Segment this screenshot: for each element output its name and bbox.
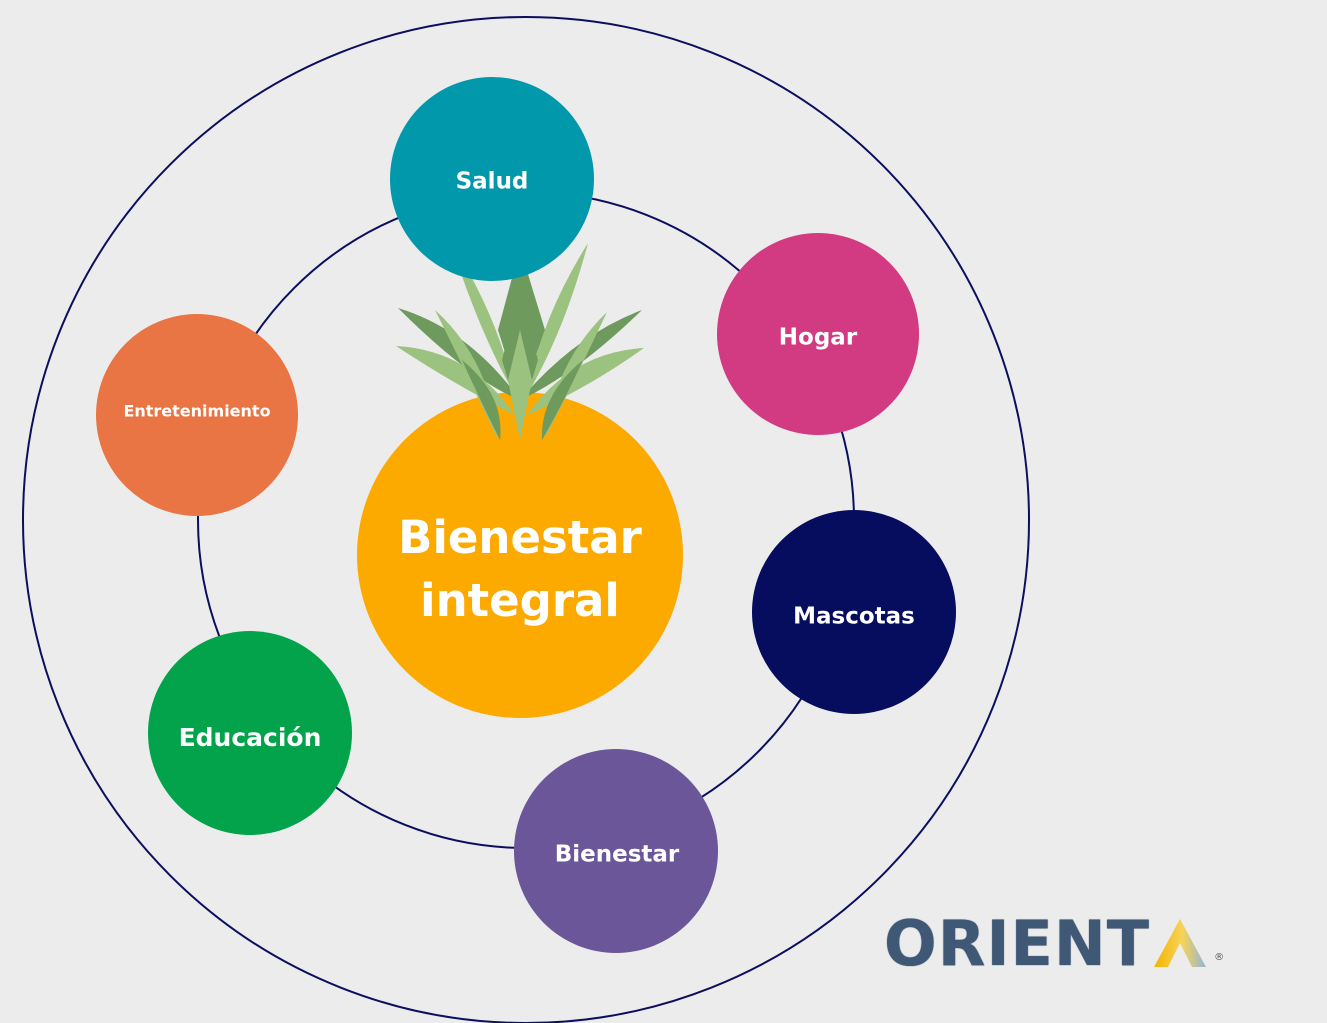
node-mascotas: Mascotas [752, 510, 956, 714]
node-educacion-circle [148, 631, 352, 835]
logo-text: ORIENT [884, 907, 1151, 980]
node-bienestar: Bienestar [514, 749, 718, 953]
node-salud-label: Salud [456, 169, 529, 195]
node-mascotas-label: Mascotas [793, 604, 915, 630]
node-educacion-label: Educación [179, 723, 322, 752]
orienta-logo: ORIENT ® [884, 905, 1224, 975]
logo-a-mark-icon [1154, 919, 1207, 967]
logo-registered-mark: ® [1214, 952, 1225, 963]
node-bienestar-label: Bienestar [555, 842, 680, 868]
node-entretenimiento: Entretenimiento [96, 314, 298, 516]
outer-ring [22, 16, 1030, 1023]
pineapple-leaves-icon [396, 240, 644, 440]
center-label-line1: Bienestar [398, 511, 642, 564]
node-hogar-circle [717, 233, 919, 435]
center-circle [357, 392, 683, 718]
node-hogar-label: Hogar [779, 325, 858, 351]
node-hogar: Hogar [717, 233, 919, 435]
center-label-line2: integral [420, 574, 620, 627]
node-educacion: Educación [148, 631, 352, 835]
node-bienestar-circle [514, 749, 718, 953]
node-entretenimiento-label: Entretenimiento [123, 402, 270, 421]
node-salud [390, 77, 594, 281]
node-salud-circle [390, 77, 594, 281]
node-entretenimiento-circle [96, 314, 298, 516]
node-mascotas-circle [752, 510, 956, 714]
